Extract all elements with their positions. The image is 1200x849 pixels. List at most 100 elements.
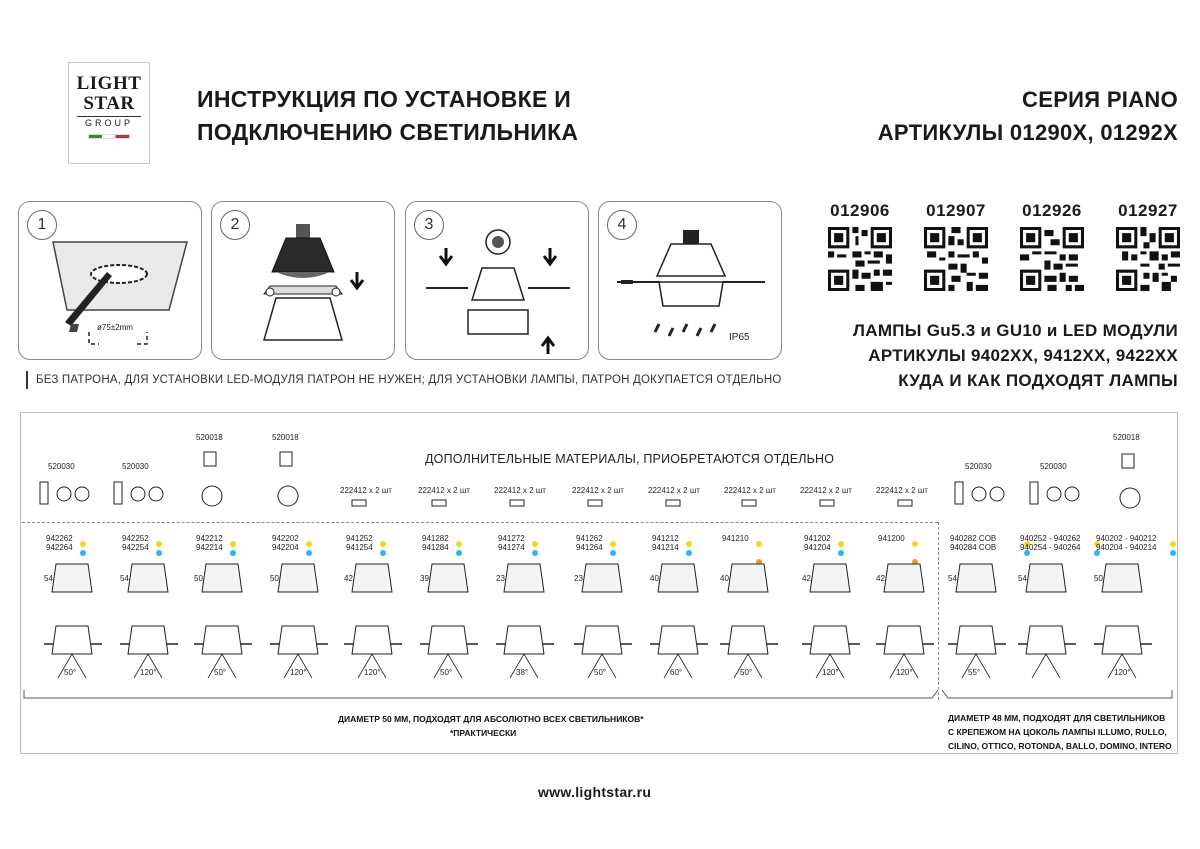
lamp-article-b: 941204 <box>804 543 831 552</box>
logo-line1: LIGHT <box>76 73 142 94</box>
lamp-article-a: 940202 - 940212 <box>1096 534 1157 543</box>
footer-right-line1: ДИАМЕТР 48 ММ, ПОДХОДЯТ ДЛЯ СВЕТИЛЬНИКОВ <box>948 713 1166 723</box>
materials-header: ДОПОЛНИТЕЛЬНЫЕ МАТЕРИАЛЫ, ПРИОБРЕТАЮТСЯ … <box>425 452 835 466</box>
lamp-article-a: 941272 <box>498 534 525 543</box>
logo-line3: GROUP <box>77 116 141 128</box>
lamp-article-a: 941282 <box>422 534 449 543</box>
series-articles: АРТИКУЛЫ 01290X, 01292X <box>877 120 1178 145</box>
lamp-article-a: 940282 COB <box>950 534 997 543</box>
color-temp-dots <box>1168 535 1176 556</box>
lamp-fixture-drawing <box>344 563 402 679</box>
beam-angle-label: 38° <box>516 668 529 677</box>
qr-code-icon <box>1116 227 1180 291</box>
clip-label: 222412 x 2 шт <box>724 486 776 495</box>
cool-light-dot-icon <box>1094 549 1100 556</box>
qr-article-code: 012926 <box>1022 201 1082 220</box>
color-temp-dots <box>684 535 692 556</box>
lamp-article-b: 941284 <box>422 543 449 552</box>
lamp-article-a: 942252 <box>122 534 149 543</box>
cool-light-dot-icon <box>1024 549 1030 556</box>
beam-angle-label: 50° <box>740 668 753 677</box>
qr-block-012927[interactable]: 012927 <box>1108 201 1188 296</box>
warm-light-dot-icon <box>230 540 236 547</box>
warm-light-dot-icon <box>456 540 462 547</box>
footer-right-line2: С КРЕПЕЖОМ НА ЦОКОЛЬ ЛАМПЫ ILLUMO, RULLO… <box>948 727 1167 737</box>
color-temp-dots <box>1092 535 1100 556</box>
divider <box>22 522 938 523</box>
color-temp-dots <box>228 535 236 556</box>
page-title: ИНСТРУКЦИЯ ПО УСТАНОВКЕ И ПОДКЛЮЧЕНИЮ СВ… <box>197 83 578 149</box>
color-temp-dots <box>836 535 844 556</box>
warm-light-dot-icon <box>610 540 616 547</box>
title-line1: ИНСТРУКЦИЯ ПО УСТАНОВКЕ И <box>197 86 572 112</box>
lamp-article-b: 940204 - 940214 <box>1096 543 1157 552</box>
cool-light-dot-icon <box>230 549 236 556</box>
footer-right: ДИАМЕТР 48 ММ, ПОДХОДЯТ ДЛЯ СВЕТИЛЬНИКОВ… <box>948 711 1172 753</box>
socket-code: 520018 <box>272 433 299 442</box>
lamp-height-label: 54 <box>120 574 129 583</box>
lamp-height-label: 23 <box>496 574 505 583</box>
socket-code: 520030 <box>965 462 992 471</box>
lamp-article-a: 941262 <box>576 534 603 543</box>
lamp-article-b: 942204 <box>272 543 299 552</box>
cool-light-dot-icon <box>306 549 312 556</box>
hole-diameter-label: ø75±2mm <box>97 323 133 332</box>
compatibility-panel <box>20 412 1178 754</box>
footer-left-line1: ДИАМЕТР 50 ММ, ПОДХОДЯТ ДЛЯ АБСОЛЮТНО ВС… <box>338 714 644 724</box>
beam-angle-label: 120° <box>822 668 839 677</box>
warm-light-dot-icon <box>756 540 762 547</box>
warm-light-dot-icon <box>1094 540 1100 547</box>
ip-rating-label: IP65 <box>729 332 750 343</box>
beam-angle-label: 50° <box>440 668 453 677</box>
color-temp-dots <box>1022 535 1030 556</box>
lamp-fixture-drawing <box>1094 563 1152 679</box>
step-number: 2 <box>220 210 250 240</box>
step-number: 1 <box>27 210 57 240</box>
qr-block-012926[interactable]: 012926 <box>1012 201 1092 296</box>
lamp-article-b: 940254 - 940264 <box>1020 543 1081 552</box>
lamp-height-label: 42 <box>876 574 885 583</box>
lamp-height-label: 40 <box>650 574 659 583</box>
series-name: СЕРИЯ PIANO <box>1022 87 1178 112</box>
color-temp-dots <box>154 535 162 556</box>
beam-angle-label: 120° <box>1114 668 1131 677</box>
lamps-info: ЛАМПЫ Gu5.3 и GU10 и LED МОДУЛИ АРТИКУЛЫ… <box>853 318 1178 393</box>
step-number: 4 <box>607 210 637 240</box>
brand-logo: LIGHT STAR GROUP <box>68 62 150 164</box>
beam-angle-label: 55° <box>968 668 981 677</box>
socket-code: 520030 <box>122 462 149 471</box>
warm-light-dot-icon <box>80 540 86 547</box>
lamp-article-b: 941214 <box>652 543 679 552</box>
lamp-article-a: 941212 <box>652 534 679 543</box>
qr-article-code: 012927 <box>1118 201 1178 220</box>
lamp-article-a: 942262 <box>46 534 73 543</box>
website-link[interactable]: www.lightstar.ru <box>538 784 652 800</box>
step-3-panel: 3 <box>405 201 589 360</box>
socket-code: 520030 <box>1040 462 1067 471</box>
cool-light-dot-icon <box>686 549 692 556</box>
warm-light-dot-icon <box>306 540 312 547</box>
warm-light-dot-icon <box>380 540 386 547</box>
lamp-article-a: 941202 <box>804 534 831 543</box>
color-temp-dots <box>608 535 616 556</box>
lamp-height-label: 54 <box>948 574 957 583</box>
socket-code: 520018 <box>1113 433 1140 442</box>
qr-block-012907[interactable]: 012907 <box>916 201 996 296</box>
qr-block-012906[interactable]: 012906 <box>820 201 900 296</box>
lamp-fixture-drawing <box>496 563 554 679</box>
lamp-fixture-drawing <box>44 563 102 679</box>
neutral-light-dot-icon <box>756 558 762 565</box>
lamp-article-a: 941210 <box>722 534 749 543</box>
lamp-fixture-drawing <box>270 563 328 679</box>
warm-light-dot-icon <box>686 540 692 547</box>
step-4-panel: 4 IP65 <box>598 201 782 360</box>
qr-article-code: 012907 <box>926 201 986 220</box>
